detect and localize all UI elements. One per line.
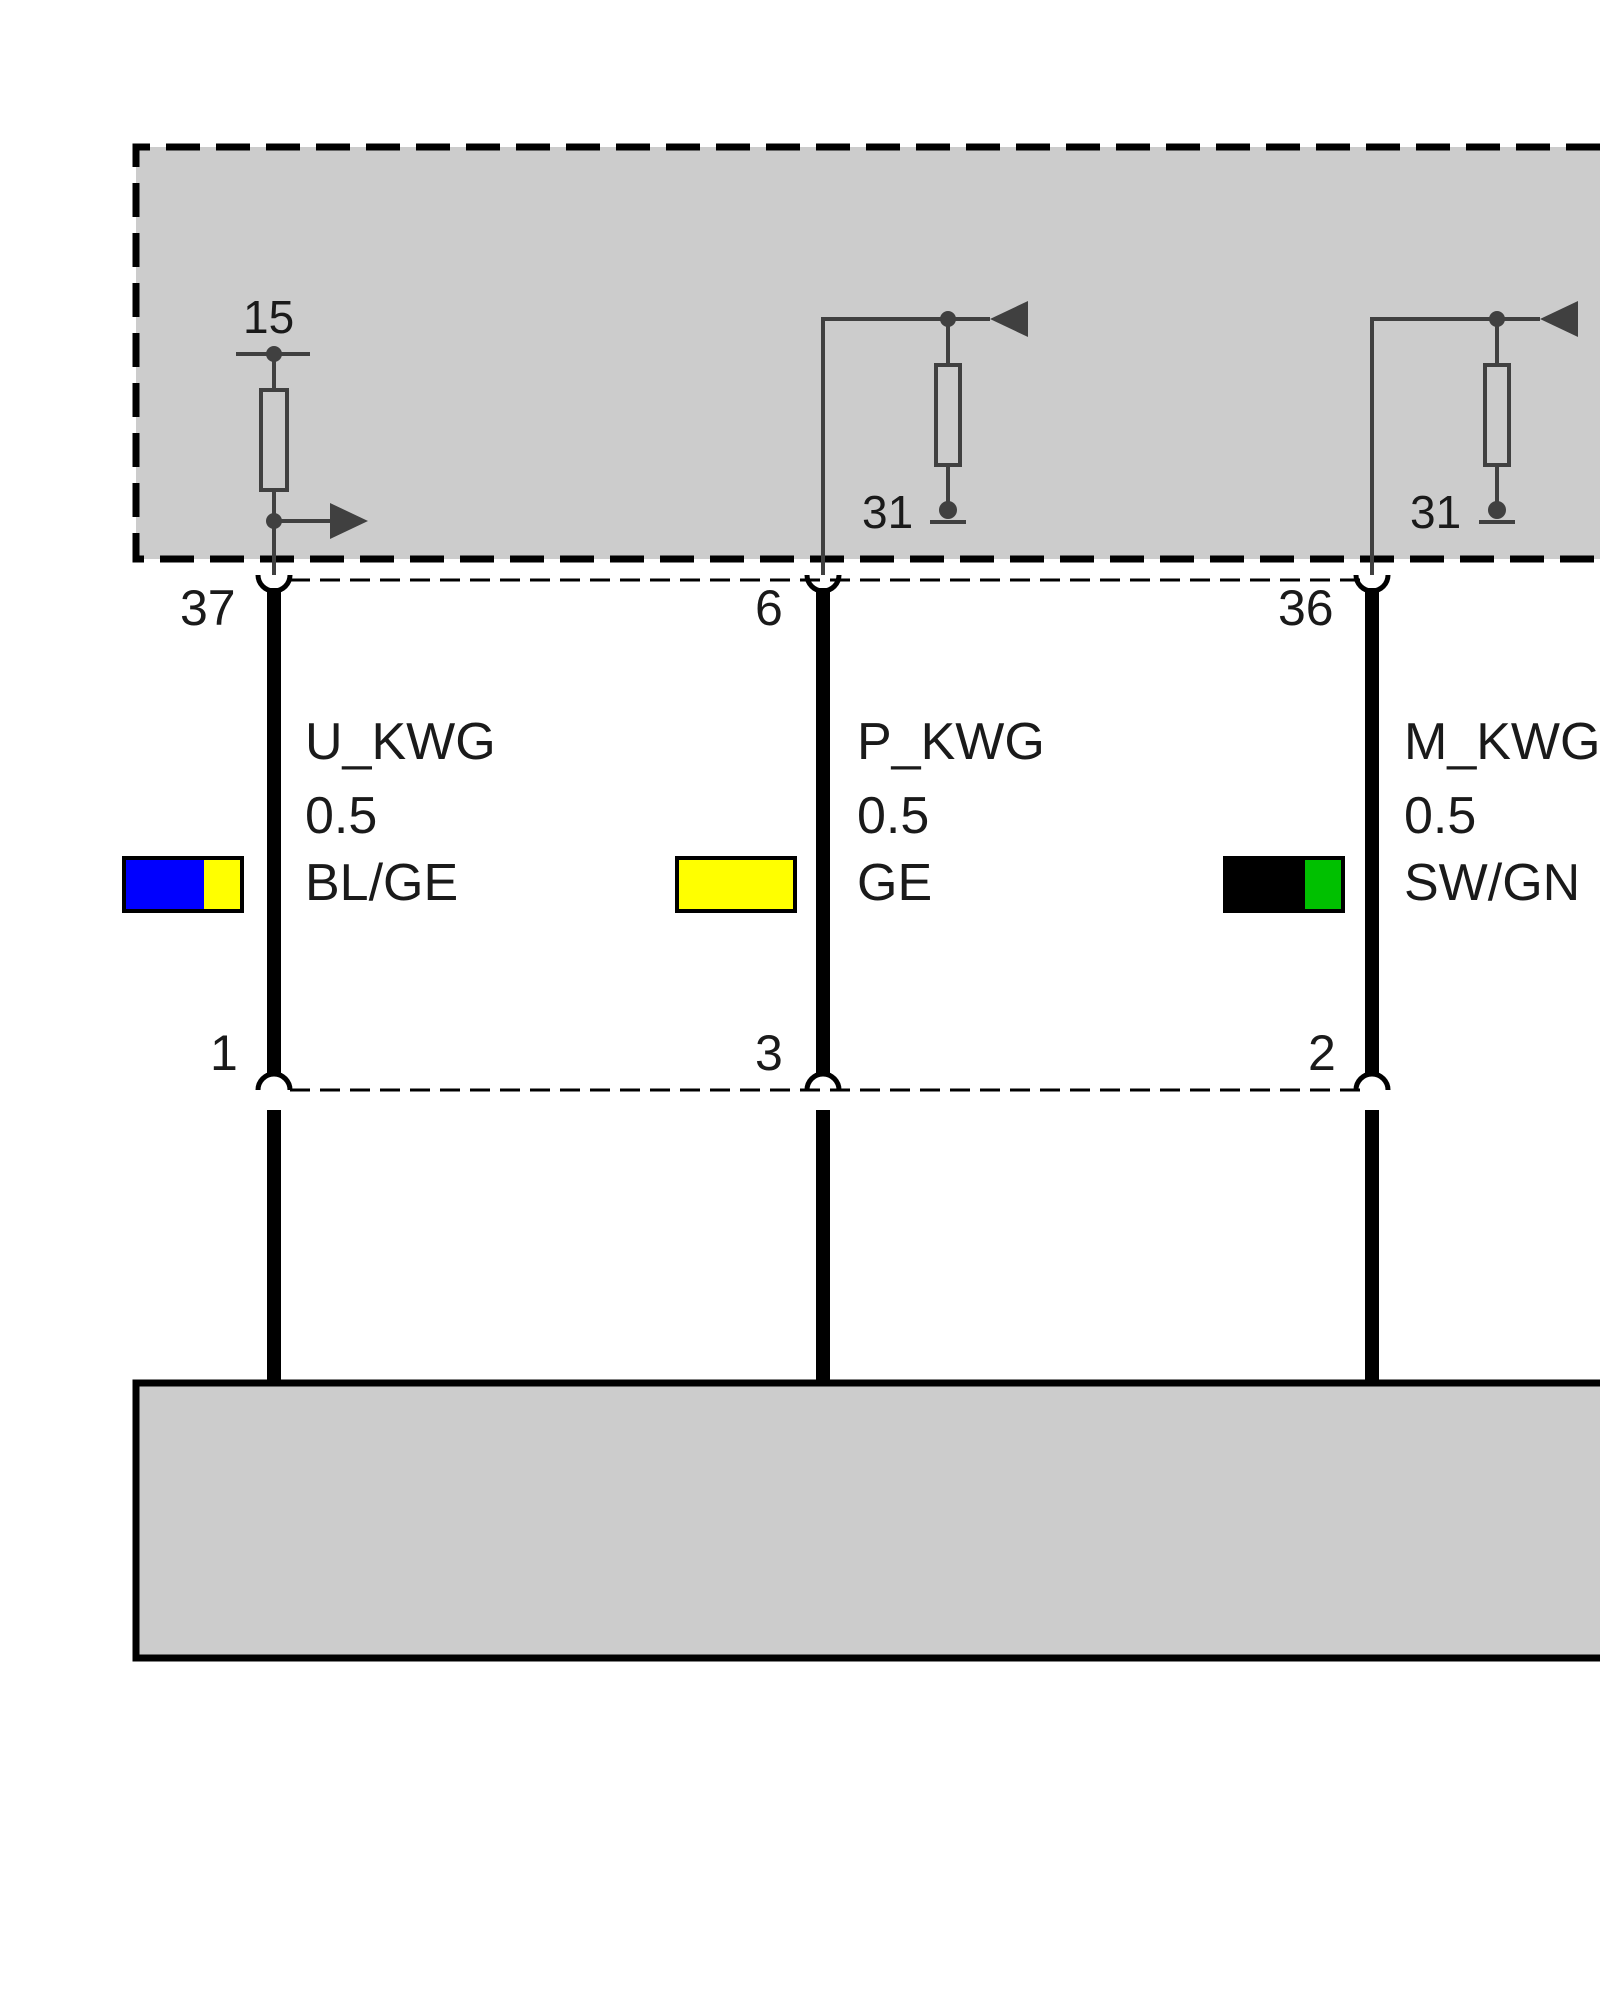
lower-module bbox=[132, 1379, 1600, 1662]
upper-control-module bbox=[132, 143, 1600, 563]
pulldown-resistor-circuit-2 bbox=[1370, 301, 1578, 575]
wire-color-swatch bbox=[675, 856, 797, 913]
pin-label: 36 bbox=[1278, 580, 1334, 636]
signal-name: U_KWG bbox=[305, 713, 496, 771]
wire-cross-section: 0.5 bbox=[305, 787, 377, 845]
pin-label: 2 bbox=[1308, 1025, 1336, 1081]
terminal-31-label: 31 bbox=[862, 486, 913, 538]
wire-color-code: BL/GE bbox=[305, 854, 458, 912]
terminal-31-label: 31 bbox=[1410, 486, 1461, 538]
pin-label: 1 bbox=[210, 1025, 238, 1081]
wire-color-swatch bbox=[122, 856, 244, 913]
wire-color-swatch bbox=[1223, 856, 1345, 913]
wire-m-kwg bbox=[1353, 574, 1391, 1383]
pullup-resistor-circuit bbox=[236, 346, 368, 575]
wire-u-kwg bbox=[255, 574, 293, 1383]
wire-color-code: GE bbox=[857, 854, 932, 912]
pin-label: 37 bbox=[180, 580, 236, 636]
wire-p-kwg bbox=[804, 574, 842, 1383]
pin-label: 3 bbox=[755, 1025, 783, 1081]
pin-label: 6 bbox=[755, 580, 783, 636]
wire-cross-section: 0.5 bbox=[857, 787, 929, 845]
signal-name: P_KWG bbox=[857, 713, 1045, 771]
terminal-15-label: 15 bbox=[243, 291, 294, 343]
pulldown-resistor-circuit-1 bbox=[821, 301, 1028, 575]
wire-cross-section: 0.5 bbox=[1404, 787, 1476, 845]
wire-color-code: SW/GN bbox=[1404, 854, 1580, 912]
signal-name: M_KWG bbox=[1404, 713, 1600, 771]
